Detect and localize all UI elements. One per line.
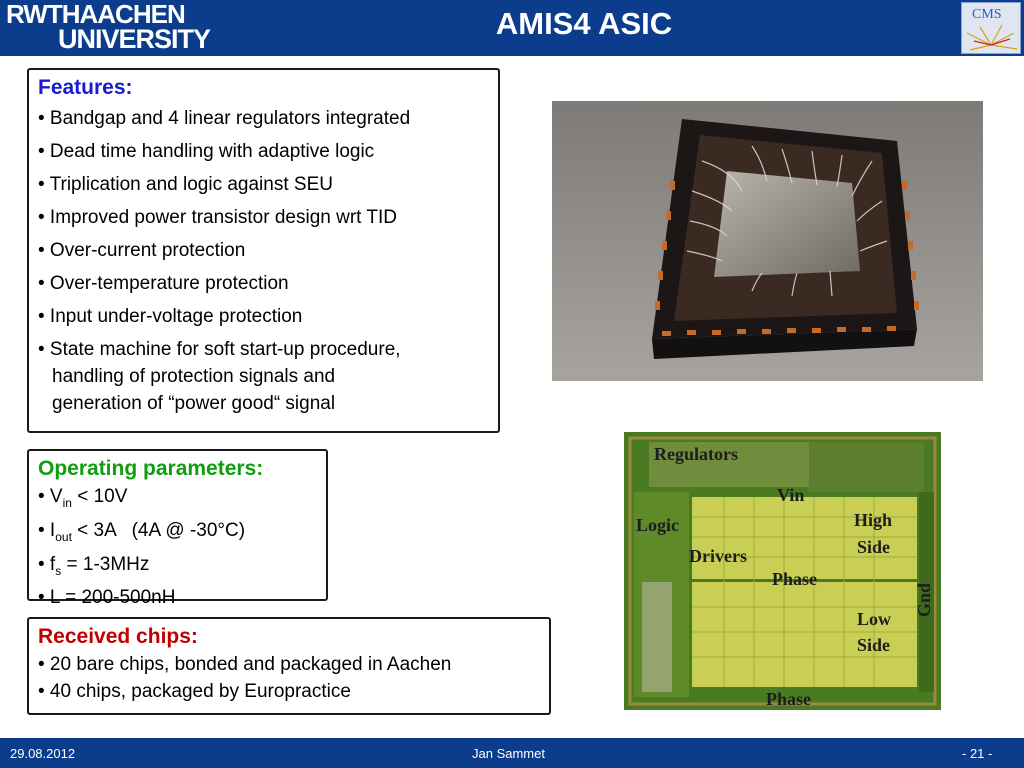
features-item: • Over-current protection: [38, 240, 246, 261]
chip-die-layout: Regulators Vin Logic High Side Drivers P…: [624, 432, 941, 710]
die-label-vin: Vin: [777, 485, 805, 505]
features-item: • State machine for soft start-up proced…: [38, 339, 401, 360]
die-label-logic: Logic: [636, 515, 679, 535]
features-item: • Over-temperature protection: [38, 273, 289, 294]
param-inductance: • L = 200-500nH: [38, 587, 176, 609]
die-layout-graphic: [624, 432, 941, 710]
features-item-continuation: generation of “power good“ signal: [52, 393, 336, 414]
footer-page-number: - 21 -: [962, 746, 993, 761]
die-label-drivers: Drivers: [689, 546, 747, 566]
header-bar: RWTHAACHEN UNIVERSITY AMIS4 ASIC CMS: [0, 0, 1024, 56]
packaged-chip-photo: [552, 101, 983, 381]
footer-author: Jan Sammet: [472, 746, 545, 761]
die-label-gnd: Gnd: [914, 582, 934, 617]
features-item: • Dead time handling with adaptive logic: [38, 141, 375, 162]
received-chips-item: • 20 bare chips, bonded and packaged in …: [38, 654, 452, 675]
die-label-low-side: Side: [857, 635, 891, 655]
cms-logo-text: CMS: [972, 7, 1002, 22]
die-label-high-side: Side: [857, 537, 891, 557]
features-item: • Improved power transistor design wrt T…: [38, 207, 397, 228]
features-item-continuation: handling of protection signals and: [52, 366, 336, 387]
die-label-low-side: Low: [857, 609, 892, 629]
features-item: • Bandgap and 4 linear regulators integr…: [38, 108, 411, 129]
rwth-aachen-logo: RWTHAACHEN UNIVERSITY: [6, 0, 211, 54]
die-label-phase: Phase: [766, 689, 811, 709]
received-chips-heading: Received chips:: [38, 625, 198, 648]
features-item: • Triplication and logic against SEU: [38, 174, 333, 195]
die-label-phase: Phase: [772, 569, 817, 589]
param-iout: • Iout < 3A (4A @ -30°C): [38, 519, 246, 544]
features-item: • Input under-voltage protection: [38, 306, 303, 327]
features-heading: Features:: [38, 76, 133, 99]
received-chips-box: Received chips: • 20 bare chips, bonded …: [27, 617, 551, 715]
cms-logo: CMS: [961, 2, 1021, 54]
operating-parameters-box: Operating parameters: • Vin < 10V • Iout…: [27, 449, 328, 608]
param-vin: • Vin < 10V: [38, 486, 128, 510]
cms-logo-graphic: [966, 24, 1018, 51]
footer-bar: 29.08.2012 Jan Sammet - 21 -: [0, 738, 1024, 768]
packaged-chip-illustration: [552, 101, 983, 381]
param-fs: • fs = 1-3MHz: [38, 553, 150, 578]
features-box: Features: • Bandgap and 4 linear regulat…: [27, 68, 500, 433]
die-label-high-side: High: [854, 510, 893, 530]
slide-title: AMIS4 ASIC: [495, 6, 673, 41]
received-chips-item: • 40 chips, packaged by Europractice: [38, 681, 351, 702]
footer-date: 29.08.2012: [10, 746, 76, 761]
operating-parameters-heading: Operating parameters:: [38, 457, 264, 480]
die-label-regulators: Regulators: [654, 444, 738, 464]
